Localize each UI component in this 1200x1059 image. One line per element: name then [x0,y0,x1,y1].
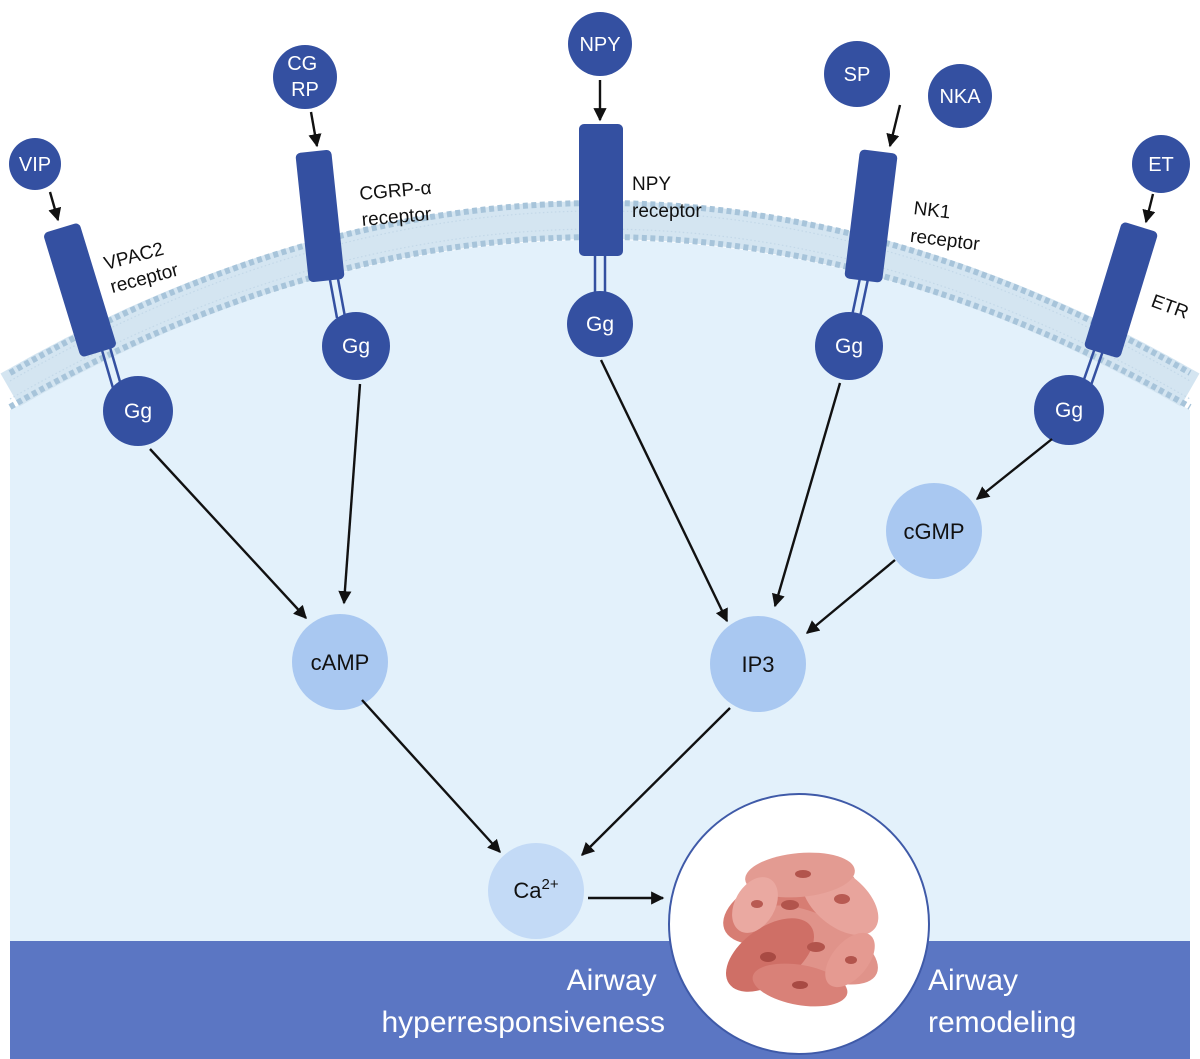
et-binding-arrow [1142,193,1156,224]
cgrp-ligand: CG RP [273,45,337,109]
vip-ligand: VIP [9,138,61,190]
svg-text:cAMP: cAMP [311,650,370,675]
svg-text:Gg: Gg [342,335,370,358]
et-ligand: ET [1132,135,1190,193]
svg-text:SP: SP [844,64,871,86]
cgmp-node: cGMP [886,483,982,579]
arrow-nk1-to-ip3 [771,382,842,608]
svg-text:NKA: NKA [939,86,981,108]
outcome-remodeling-label: Airway remodeling [928,964,1076,1039]
svg-text:ET: ET [1148,154,1174,176]
airway-smooth-muscle-illustration [668,793,930,1055]
svg-text:Gg: Gg [835,335,863,358]
cgrp-receptor-label: CGRP-α receptor [359,177,440,231]
arrow-vpac2-to-camp [149,448,307,619]
cgrp-binding-arrow [308,111,322,148]
calcium-node: Ca2+ [488,843,584,939]
arrow-ip3-to-calcium [581,707,731,856]
svg-text:IP3: IP3 [741,652,774,677]
svg-text:CG RP: CG RP [287,53,323,101]
svg-text:Ca2+: Ca2+ [513,876,558,903]
svg-text:NPY: NPY [579,34,620,56]
arrow-etr-to-cgmp [975,438,1053,500]
npy-g-protein: Gg [567,291,633,357]
sp-ligand: SP [824,41,890,107]
cell-cytoplasm [10,240,1190,1059]
etr-g-protein: Gg [1034,375,1104,445]
vip-label: VIP [19,154,51,176]
bottom-band [10,941,1190,1059]
camp-node: cAMP [292,614,388,710]
arrow-cgmp-to-ip3 [805,559,896,634]
cgrp-receptor [295,149,347,319]
nk1-receptor [844,149,898,318]
nk1-g-protein: Gg [815,312,883,380]
svg-text:Gg: Gg [124,400,152,423]
vpac2-receptor-label: VPAC2 receptor [102,236,182,298]
smooth-muscle-cells-icon [723,852,879,1007]
arrow-cgrp-to-camp [338,383,362,605]
vip-binding-arrow [48,191,62,222]
etr-receptor-label: ETR [1148,291,1191,324]
cgrp-g-protein: Gg [322,312,390,380]
outcome-hyperresponsiveness-label: Airway hyperresponsiveness [382,964,666,1039]
npy-receptor-label: NPY receptor [632,174,702,222]
npy-receptor [579,124,623,292]
svg-text:Gg: Gg [586,313,614,336]
sp-binding-arrow [886,104,902,148]
svg-text:cGMP: cGMP [903,519,964,544]
nk1-receptor-label: NK1 receptor [909,198,985,255]
npy-ligand: NPY [568,12,632,76]
arrow-camp-to-calcium [361,699,501,853]
vpac2-g-protein: Gg [103,376,173,446]
nka-ligand: NKA [928,64,992,128]
svg-text:Gg: Gg [1055,399,1083,422]
arrow-npy-to-ip3 [599,359,729,623]
ip3-node: IP3 [710,616,806,712]
